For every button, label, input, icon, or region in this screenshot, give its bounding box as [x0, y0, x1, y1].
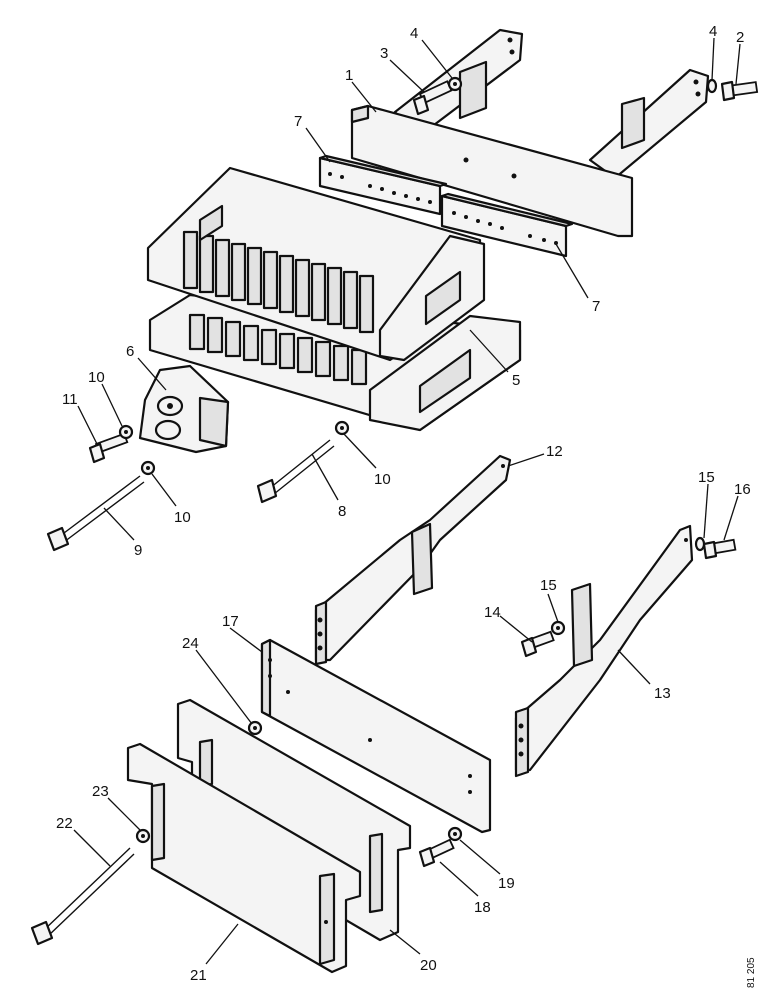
callout-24: 24: [182, 635, 199, 652]
part-16-bolt: [702, 538, 737, 560]
callout-8: 8: [338, 503, 346, 520]
callout-22: 22: [56, 815, 73, 832]
callout-10-a: 10: [88, 369, 105, 386]
part-7-hole-bars: [318, 154, 574, 258]
callout-23: 23: [92, 783, 109, 800]
callout-16: 16: [734, 481, 751, 498]
callout-15-right: 15: [698, 469, 715, 486]
part-5-weight-stack: [146, 166, 522, 432]
callout-12: 12: [546, 443, 563, 460]
callout-14: 14: [484, 604, 501, 621]
part-15-washer-left: [550, 620, 566, 636]
part-9-long-bolt: [46, 475, 145, 552]
part-6-hitch-bracket: [138, 364, 230, 454]
callout-2: 2: [736, 29, 744, 46]
part-17-flat-plate: [260, 638, 492, 834]
callout-7-bottom: 7: [592, 298, 600, 315]
part-2-bolt: [720, 80, 759, 102]
part-10-washer-c: [334, 420, 350, 436]
drawing-reference-number: 81 205: [746, 957, 757, 988]
callout-13: 13: [654, 685, 671, 702]
part-14-bolt: [520, 630, 555, 658]
callout-4-left: 4: [410, 25, 418, 42]
callout-21: 21: [190, 967, 207, 984]
part-15-washer-right: [694, 536, 706, 552]
part-4-washer-left: [447, 76, 463, 92]
callout-10-c: 10: [374, 471, 391, 488]
leader-lines: [73, 37, 741, 965]
callout-18: 18: [474, 899, 491, 916]
part-23-washer: [135, 828, 151, 844]
callout-19: 19: [498, 875, 515, 892]
callout-20: 20: [420, 957, 437, 974]
callout-7-top: 7: [294, 113, 302, 130]
callout-9: 9: [134, 542, 142, 559]
part-8-long-bolt: [256, 439, 335, 504]
callout-11: 11: [62, 391, 78, 408]
callout-labels: 1 2 3 4 4 5 6 7 7 8 9 10 10 10 11 12 13 …: [56, 23, 751, 984]
callout-3: 3: [380, 45, 388, 62]
part-10-washer-a: [118, 424, 134, 440]
part-22-long-bolt: [30, 847, 135, 946]
part-4-washer-right: [706, 78, 718, 94]
part-10-washer-b: [140, 460, 156, 476]
part-18-bolt: [418, 838, 455, 868]
part-19-washer: [447, 826, 463, 842]
callout-6: 6: [126, 343, 134, 360]
part-12-left-side-arm: [314, 454, 512, 666]
part-11-bolt: [88, 432, 129, 464]
callout-17: 17: [222, 613, 239, 630]
part-21-front-plate: [126, 742, 362, 974]
callout-4-right: 4: [709, 23, 717, 40]
callout-10-b: 10: [174, 509, 191, 526]
callout-15-left: 15: [540, 577, 557, 594]
part-24-washer: [247, 720, 263, 736]
callout-5: 5: [512, 372, 520, 389]
part-13-right-side-arm: [514, 524, 694, 778]
callout-1: 1: [345, 67, 353, 84]
